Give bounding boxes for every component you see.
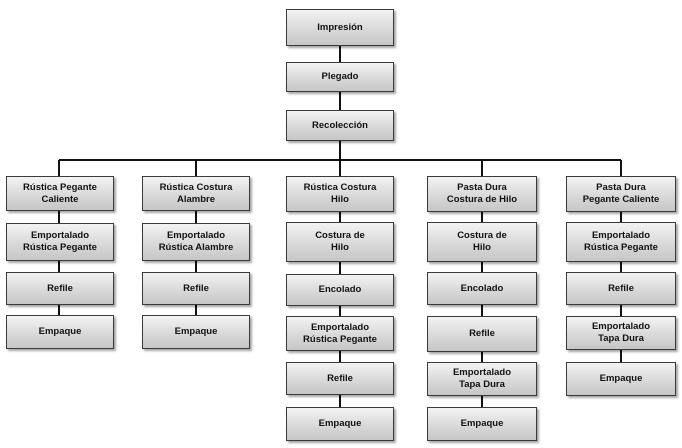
step-emportalado-rustica-alambre: Emportalado Rústica Alambre — [142, 223, 250, 261]
step-refile: Refile — [286, 362, 394, 395]
step-emportalado-rustica-pegante: Emportalado Rústica Pegante — [286, 316, 394, 351]
step-refile: Refile — [427, 316, 537, 352]
step-encolado: Encolado — [286, 274, 394, 306]
step-empaque: Empaque — [6, 315, 114, 349]
step-encolado: Encolado — [427, 272, 537, 305]
step-costura-de-hilo: Costura de Hilo — [286, 222, 394, 262]
step-costura-de-hilo: Costura de Hilo — [427, 222, 537, 262]
step-pasta-dura-costura-hilo: Pasta Dura Costura de Hilo — [427, 176, 537, 212]
step-emportalado-rustica-pegante: Emportalado Rústica Pegante — [6, 223, 114, 261]
step-emportalado-rustica-pegante: Emportalado Rústica Pegante — [566, 222, 676, 262]
step-recoleccion: Recolección — [286, 110, 394, 141]
step-plegado: Plegado — [286, 62, 394, 92]
step-rustica-costura-alambre: Rústica Costura Alambre — [142, 176, 250, 211]
step-empaque: Empaque — [427, 407, 537, 441]
step-empaque: Empaque — [286, 407, 394, 441]
step-rustica-pegante-caliente: Rústica Pegante Caliente — [6, 176, 114, 211]
step-empaque: Empaque — [142, 315, 250, 349]
step-refile: Refile — [566, 272, 676, 305]
step-refile: Refile — [142, 272, 250, 305]
step-impresion: Impresión — [286, 9, 394, 46]
step-refile: Refile — [6, 272, 114, 305]
step-pasta-dura-pegante-caliente: Pasta Dura Pegante Caliente — [566, 176, 676, 212]
step-rustica-costura-hilo: Rústica Costura Hilo — [286, 176, 394, 212]
step-emportalado-tapa-dura: Emportalado Tapa Dura — [427, 362, 537, 396]
step-empaque: Empaque — [566, 362, 676, 396]
step-emportalado-tapa-dura: Emportalado Tapa Dura — [566, 316, 676, 350]
